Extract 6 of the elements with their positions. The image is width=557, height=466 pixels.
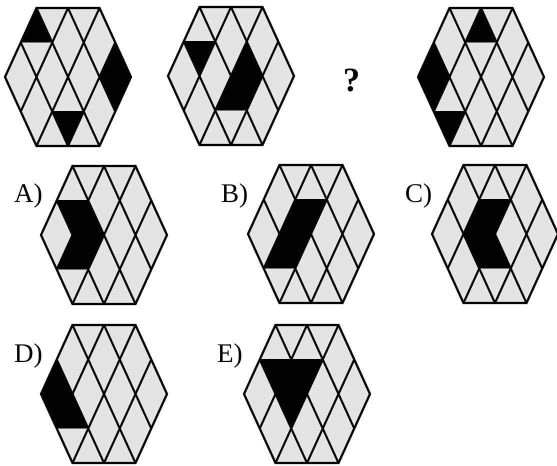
option-label: C) (405, 178, 432, 208)
option-label: D) (14, 338, 42, 368)
option-label: A) (14, 178, 42, 208)
option-label: E) (217, 338, 242, 368)
question-mark: ? (343, 62, 360, 100)
option-label: B) (221, 178, 248, 208)
